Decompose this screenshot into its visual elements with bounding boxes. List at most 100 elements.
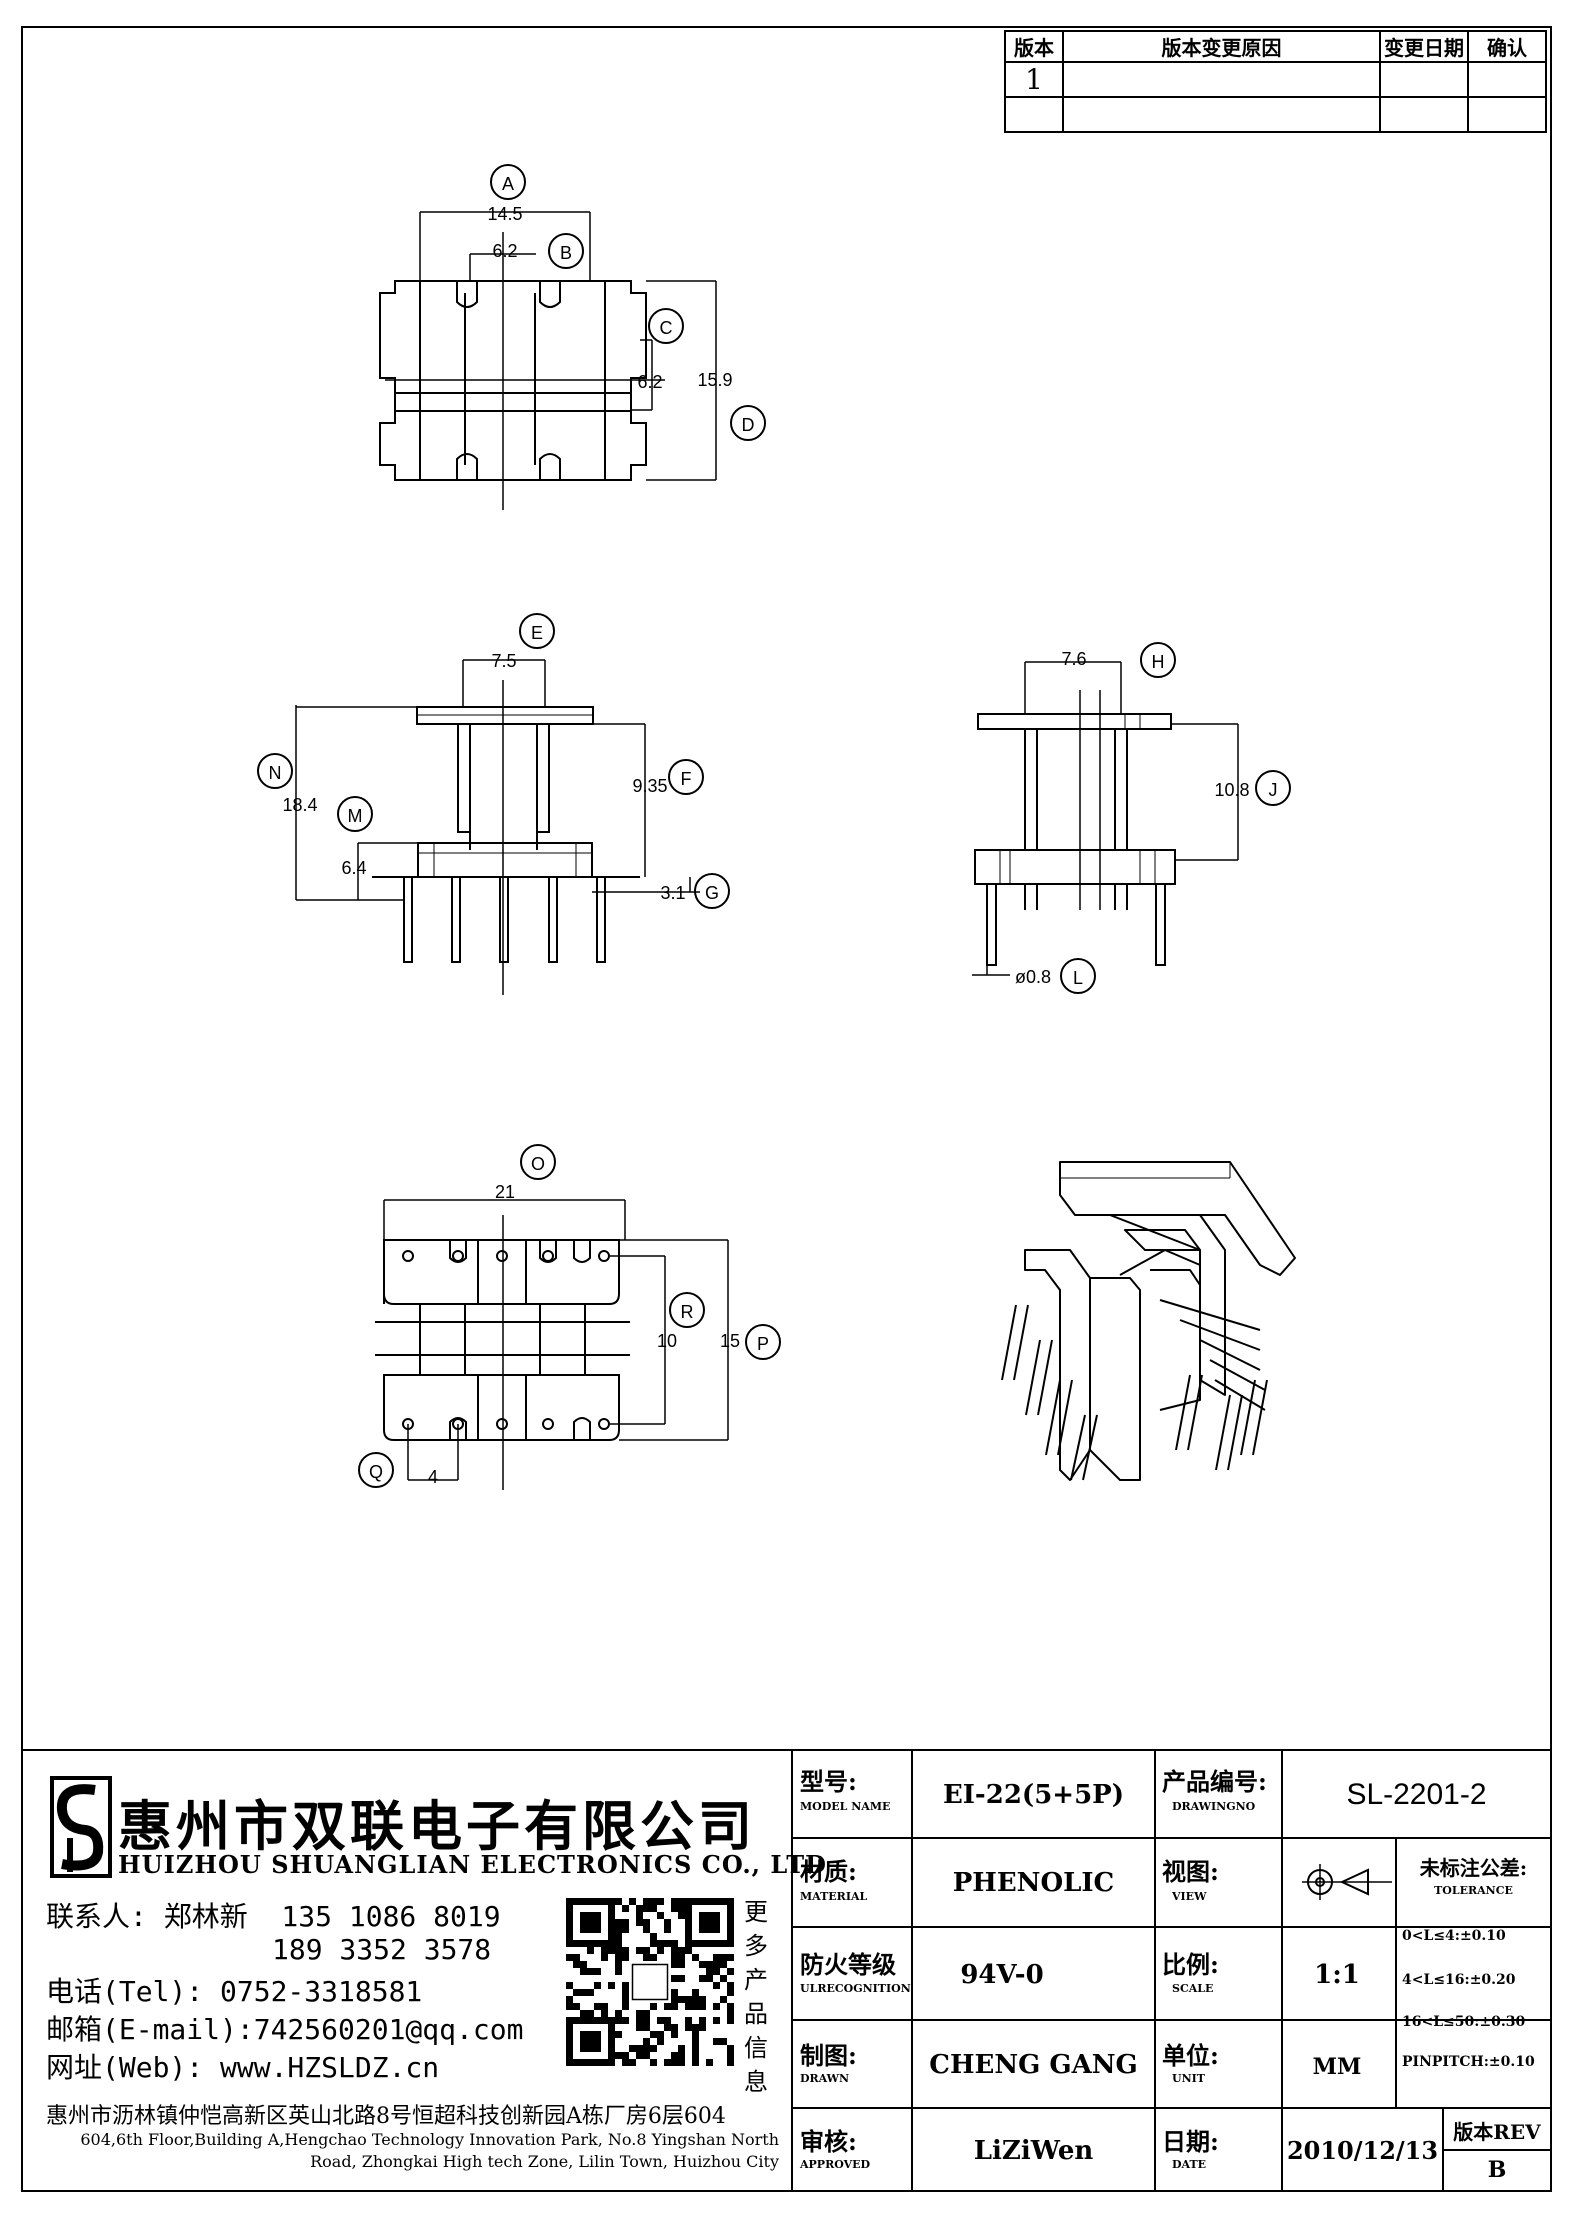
revision-row: 1 — [1004, 61, 1547, 98]
bottom-view — [358, 1144, 781, 1490]
dim-M-value: 6.4 — [341, 858, 366, 878]
dim-N-value: 18.4 — [282, 795, 317, 815]
label-Q: Q — [369, 1462, 383, 1482]
qr-caption-char: 多 — [744, 1932, 768, 1960]
dim-H-value: 7.6 — [1061, 649, 1086, 669]
label-C: C — [660, 318, 673, 338]
company-name-cn: 惠州市双联电子有限公司 — [118, 1794, 756, 1858]
company-name-en: HUIZHOU SHUANGLIAN ELECTRONICS CO., LTD — [118, 1850, 827, 1879]
tel: 电话(Tel): 0752-3318581 — [46, 1975, 423, 2008]
title-block-grid — [791, 1749, 1552, 2192]
date-sub: DATE — [1172, 2158, 1207, 2171]
material-label: 材质: — [800, 1857, 857, 1886]
tolerance-label: 未标注公差: — [1419, 1856, 1528, 1880]
isometric-view — [1001, 1161, 1296, 1481]
label-J: J — [1269, 780, 1278, 800]
rev-cell — [1062, 61, 1381, 98]
drawn-sub: DRAWN — [800, 2072, 850, 2085]
dim-B-value: 6.2 — [492, 241, 517, 261]
rev-cell — [1379, 96, 1469, 133]
label-L: L — [1073, 968, 1083, 988]
date-label: 日期: — [1162, 2127, 1219, 2156]
label-M: M — [348, 806, 363, 826]
dim-J-value: 10.8 — [1214, 780, 1249, 800]
tolerance-line: 0<L≤4:±0.10 — [1402, 1928, 1506, 1944]
unit-sub: UNIT — [1172, 2072, 1205, 2085]
flame-sub: ULRECOGNITION — [800, 1982, 911, 1995]
date-value: 2010/12/13 — [1286, 2136, 1439, 2165]
tolerance-line: PINPITCH:±0.10 — [1402, 2054, 1535, 2070]
drawing-no-value: SL-2201-2 — [1346, 1778, 1487, 1811]
qr-caption-char: 息 — [744, 2068, 768, 2096]
drawing-no-label: 产品编号: — [1162, 1767, 1267, 1796]
qr-code — [566, 1898, 734, 2066]
model-sub: MODEL NAME — [800, 1800, 891, 1813]
model-value: EI-22(5+5P) — [942, 1780, 1125, 1810]
approved-sub: APPROVED — [800, 2158, 871, 2171]
view-label: 视图: — [1162, 1857, 1219, 1886]
dim-F-value: 9.35 — [632, 776, 667, 796]
label-P: P — [757, 1334, 769, 1354]
dim-Q-value: 4 — [428, 1467, 438, 1487]
label-B: B — [560, 243, 572, 263]
label-A: A — [502, 174, 514, 194]
scale-sub: SCALE — [1172, 1982, 1214, 1995]
dim-E-value: 7.5 — [491, 651, 516, 671]
contact-person: 联系人: 郑林新 135 1086 8019 — [46, 1900, 501, 1933]
unit-label: 单位: — [1162, 2041, 1219, 2070]
sheet-border — [21, 26, 1552, 2192]
flame-value: 94V-0 — [960, 1960, 1044, 1990]
qr-caption: 更 多 产 品 信 息 — [742, 1895, 770, 2099]
scale-value: 1:1 — [1314, 1960, 1360, 1990]
drawing-no-sub: DRAWINGNO — [1172, 1800, 1256, 1813]
label-G: G — [705, 883, 719, 903]
rev-cell — [1004, 96, 1064, 133]
address-en-line2: Road, Zhongkai High tech Zone, Lilin Tow… — [310, 2152, 779, 2171]
qr-caption-char: 信 — [744, 2034, 768, 2062]
rev-value: B — [1487, 2157, 1507, 2183]
label-O: O — [531, 1154, 545, 1174]
rev-header-reason: 版本变更原因 — [1062, 30, 1381, 63]
scale-label: 比例: — [1162, 1950, 1219, 1979]
dim-P-value: 15 — [720, 1331, 740, 1351]
tolerance-sub: TOLERANCE — [1434, 1884, 1513, 1897]
rev-label: 版本REV — [1453, 2120, 1541, 2144]
rev-cell — [1062, 96, 1381, 133]
address-cn: 惠州市沥林镇仲恺高新区英山北路8号恒超科技创新园A栋厂房6层604 — [46, 2104, 726, 2129]
revision-table: 版本 版本变更原因 变更日期 确认 1 — [1004, 30, 1547, 133]
label-F: F — [681, 769, 692, 789]
dim-D-value: 15.9 — [697, 370, 732, 390]
view-sub: VIEW — [1172, 1890, 1207, 1903]
dim-R-value: 10 — [657, 1331, 677, 1351]
dim-C-value: 6.2 — [637, 372, 662, 392]
dim-L-value: ø0.8 — [1015, 967, 1051, 987]
revision-row — [1004, 96, 1547, 133]
side-view — [972, 642, 1291, 994]
drawn-value: CHENG GANG — [929, 2050, 1138, 2080]
material-value: PHENOLIC — [952, 1868, 1115, 1898]
qr-caption-char: 产 — [744, 1966, 768, 1994]
contact-phone-2: 189 3352 3578 — [272, 1933, 492, 1966]
qr-caption-char: 更 — [744, 1898, 768, 1926]
model-label: 型号: — [800, 1767, 857, 1796]
label-E: E — [531, 623, 543, 643]
rev-header-date: 变更日期 — [1379, 30, 1469, 63]
label-H: H — [1152, 652, 1165, 672]
rev-header-confirm: 确认 — [1467, 30, 1547, 63]
rev-cell — [1467, 96, 1547, 133]
email: 邮箱(E-mail):742560201@qq.com — [46, 2013, 524, 2046]
dim-G-value: 3.1 — [660, 883, 685, 903]
revision-table-header: 版本 版本变更原因 变更日期 确认 — [1004, 30, 1547, 63]
label-D: D — [742, 415, 755, 435]
rev-cell: 1 — [1004, 61, 1064, 98]
tolerance-line: 16<L≤50:±0.30 — [1402, 2014, 1526, 2030]
approved-label: 审核: — [800, 2127, 857, 2156]
web: 网址(Web): www.HZSLDZ.cn — [46, 2051, 440, 2084]
drawn-label: 制图: — [800, 2041, 857, 2070]
label-R: R — [681, 1302, 694, 1322]
tolerance-line: 4<L≤16:±0.20 — [1402, 1972, 1516, 1988]
front-view — [257, 613, 730, 995]
dim-A-value: 14.5 — [487, 204, 522, 224]
material-sub: MATERIAL — [800, 1890, 868, 1903]
